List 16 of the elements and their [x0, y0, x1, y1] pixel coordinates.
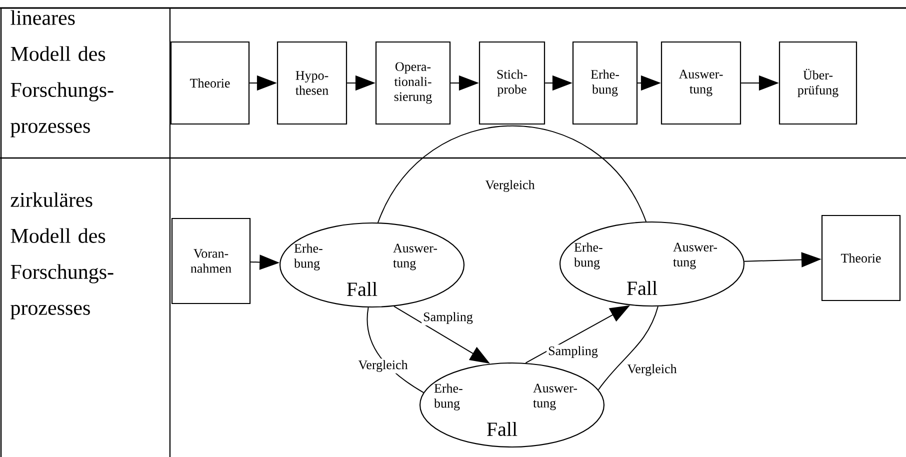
edge-label: Sampling — [546, 344, 600, 360]
step-box: Erhe- bung — [572, 41, 638, 125]
row-heading: zirkuläres Modell des Forschungs- prozesses — [10, 192, 114, 320]
edge-label: Vergleich — [626, 362, 678, 378]
step-box: Theorie — [170, 41, 250, 125]
edge-label: Vergleich — [356, 358, 410, 374]
step-box: Voran- nahmen — [171, 218, 251, 304]
step-box: Stich- probe — [478, 41, 546, 125]
edge-label: Sampling — [422, 310, 474, 326]
step-box: Theorie — [821, 214, 901, 302]
step-box: Auswer- tung — [660, 41, 742, 125]
step-box: Hypo- thesen — [276, 41, 348, 125]
step-box: Opera- tionali- sierung — [375, 41, 451, 125]
row-heading: lineares Modell des Forschungs- prozesses — [10, 10, 114, 138]
edge-label: Vergleich — [484, 178, 536, 194]
step-box: Über- prüfung — [778, 41, 858, 125]
